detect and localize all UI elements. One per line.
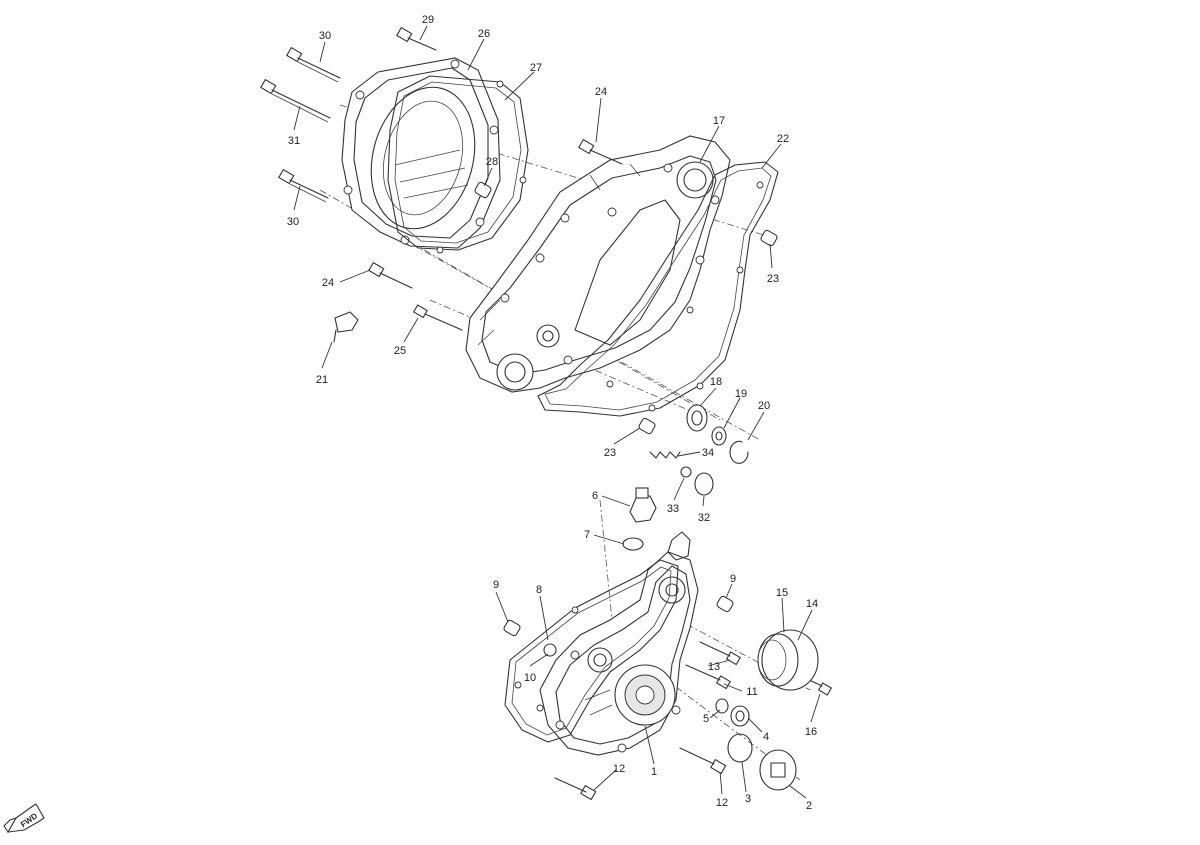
bolts xyxy=(260,26,833,801)
callout-12-right: 12 xyxy=(716,797,728,809)
callout-29: 29 xyxy=(422,14,434,26)
callout-22: 22 xyxy=(777,133,789,145)
dowels-and-seals xyxy=(474,181,819,791)
leader-lines xyxy=(293,25,821,799)
callout-24-top: 24 xyxy=(595,86,607,98)
callout-2: 2 xyxy=(806,800,812,812)
callout-1: 1 xyxy=(651,766,657,778)
clutch-cover-gasket xyxy=(387,75,529,254)
clutch-cover xyxy=(341,57,501,249)
callout-8: 8 xyxy=(536,584,542,596)
callout-18: 18 xyxy=(710,376,722,388)
callout-13: 13 xyxy=(708,661,720,673)
callout-20: 20 xyxy=(758,400,770,412)
crankcase-cover-gasket xyxy=(537,161,779,417)
callout-32: 32 xyxy=(698,512,710,524)
callout-23-right: 23 xyxy=(767,273,779,285)
callout-12-left: 12 xyxy=(613,763,625,775)
callout-34: 34 xyxy=(702,447,714,459)
callout-30-top: 30 xyxy=(319,30,331,42)
callout-10: 10 xyxy=(524,672,536,684)
callout-27: 27 xyxy=(530,62,542,74)
callout-26: 26 xyxy=(478,28,490,40)
callout-7: 7 xyxy=(584,529,590,541)
forward-direction-arrow: FWD xyxy=(3,803,45,834)
callout-30-bottom: 30 xyxy=(287,216,299,228)
callout-numbers: 1 2 3 4 5 6 7 8 9 9 10 11 12 12 13 14 15… xyxy=(287,14,818,812)
callout-4: 4 xyxy=(763,731,769,743)
callout-15: 15 xyxy=(776,587,788,599)
callout-9-right: 9 xyxy=(730,573,736,585)
callout-11: 11 xyxy=(746,686,757,698)
callout-14: 14 xyxy=(806,598,818,610)
callout-6: 6 xyxy=(592,490,598,502)
callout-28: 28 xyxy=(486,156,498,168)
crankcase-cover xyxy=(465,135,731,393)
callout-3: 3 xyxy=(745,793,751,805)
callout-21: 21 xyxy=(316,374,328,386)
generator-cover xyxy=(539,531,699,756)
callout-16: 16 xyxy=(805,726,817,738)
callout-9-left: 9 xyxy=(493,579,499,591)
generator-cover-gasket xyxy=(504,559,679,743)
callout-19: 19 xyxy=(735,388,747,400)
callout-25: 25 xyxy=(394,345,406,357)
callout-24-middle: 24 xyxy=(322,277,334,289)
callout-33: 33 xyxy=(667,503,679,515)
callout-17: 17 xyxy=(713,115,725,127)
callout-23-lower: 23 xyxy=(604,447,616,459)
callout-31: 31 xyxy=(288,135,300,147)
callout-5: 5 xyxy=(703,713,709,725)
